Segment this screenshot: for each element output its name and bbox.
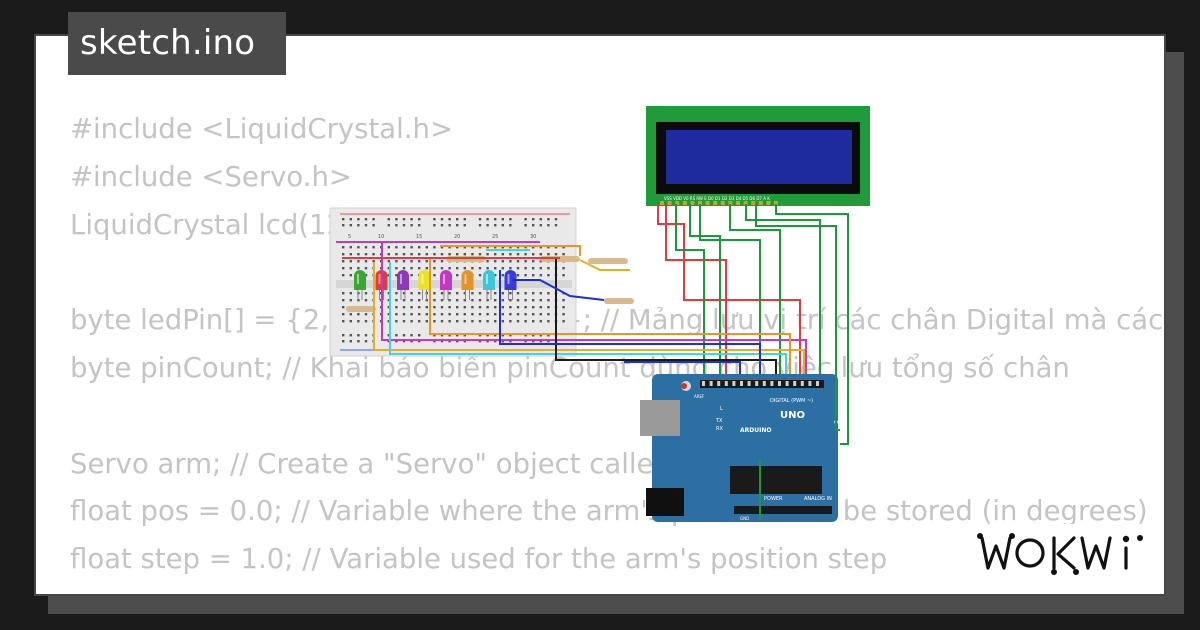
code-card: #include <LiquidCrystal.h> #include <Serv… xyxy=(34,34,1166,596)
code-line: LiquidCrystal lcd(12, 11, 5, 4, 3, 2); xyxy=(70,208,557,241)
code-line xyxy=(70,249,1163,297)
wokwi-logo-icon xyxy=(977,533,1143,575)
code-line xyxy=(70,393,1163,441)
code-preview: #include <LiquidCrystal.h> #include <Serv… xyxy=(70,106,1163,584)
code-line: byte pinCount; // Khai báo biến pinCount… xyxy=(70,351,1070,384)
code-line: Servo arm; // Create a "Servo" object ca… xyxy=(70,447,760,480)
code-line: #include <LiquidCrystal.h> xyxy=(70,113,453,145)
code-line: #include <Servo.h> xyxy=(70,160,352,193)
code-line: float pos = 0.0; // Variable where the a… xyxy=(70,495,1148,528)
wokwi-logo[interactable] xyxy=(974,524,1152,580)
code-line: float step = 1.0; // Variable used for t… xyxy=(70,543,888,576)
code-line: byte ledPin[] = {2, 3, 4, 5, 6, 7, 8, 9}… xyxy=(70,304,1164,337)
file-tab[interactable]: sketch.ino xyxy=(68,12,286,75)
